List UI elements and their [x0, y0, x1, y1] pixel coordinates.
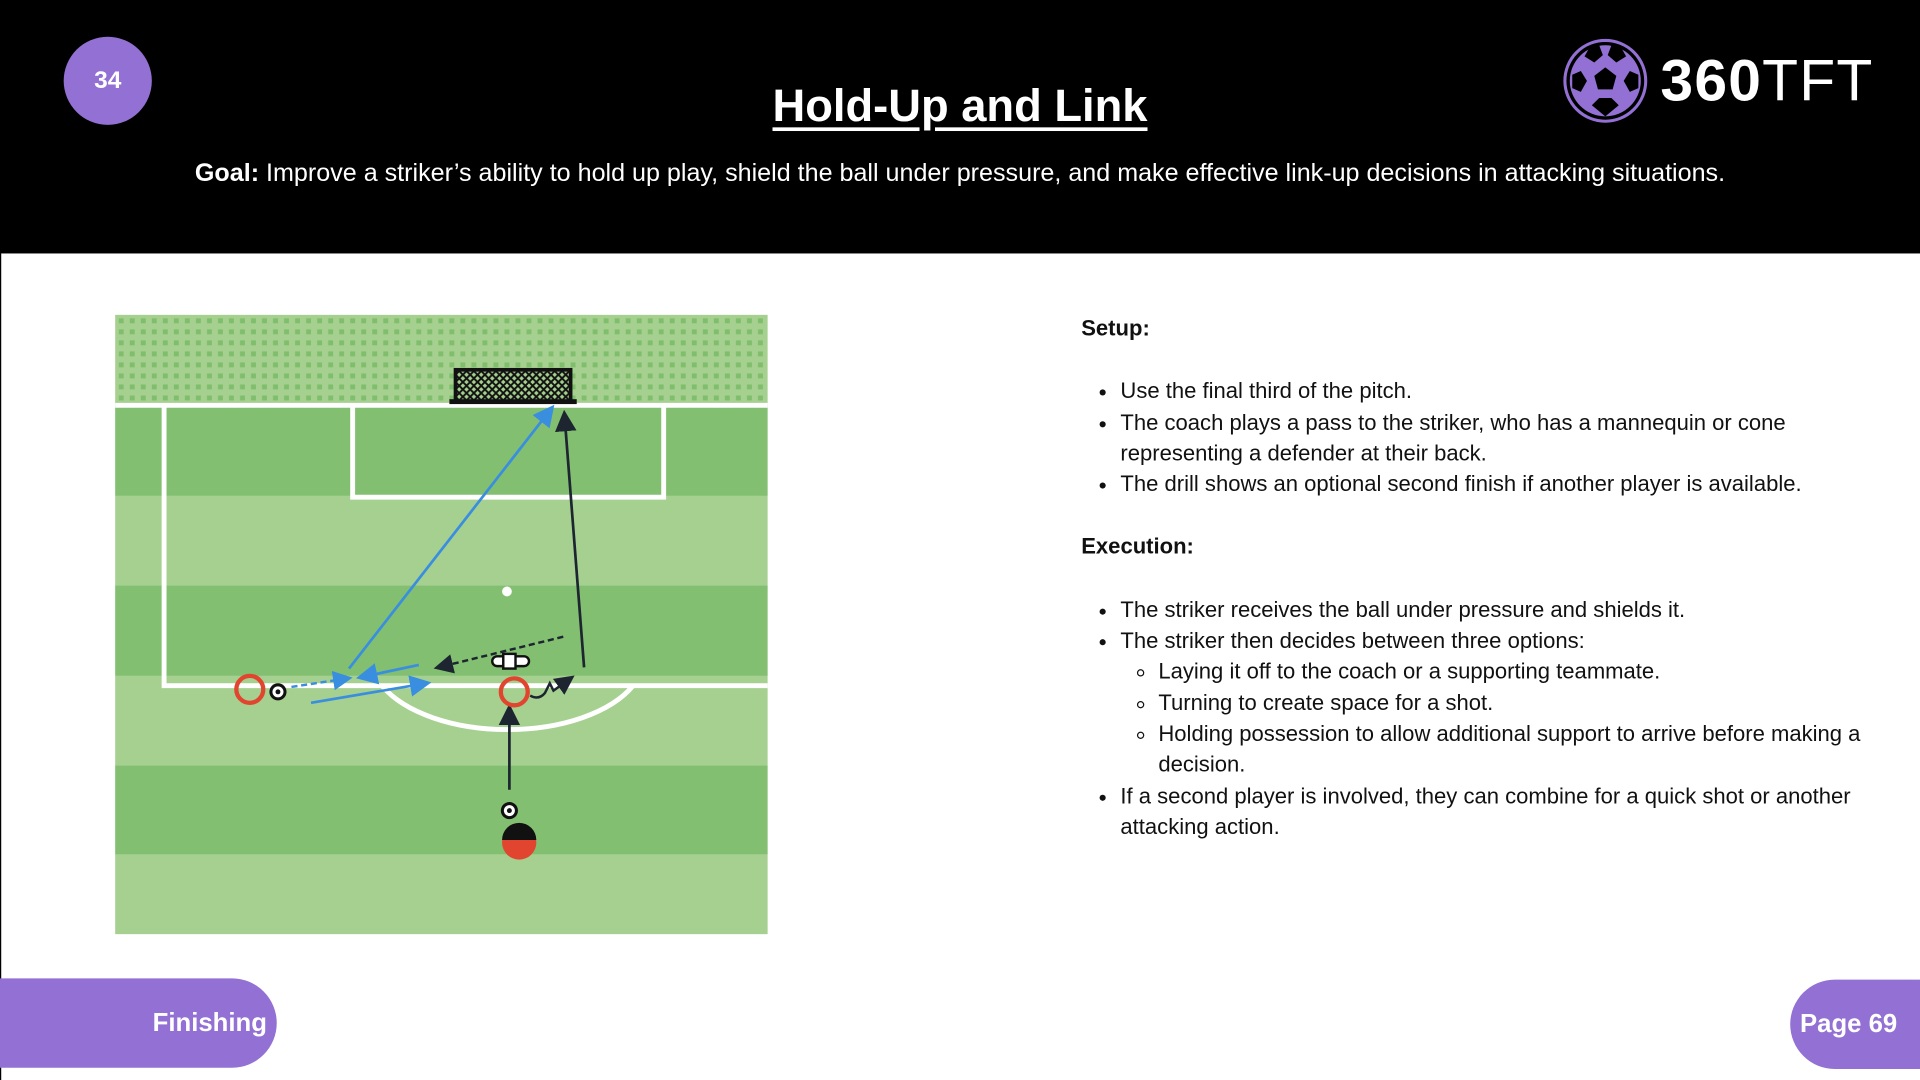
drill-instructions: Setup: Use the final third of the pitch.…: [1081, 313, 1865, 874]
page-border: [0, 253, 2, 1080]
brand-name: 360TFT: [1660, 47, 1873, 114]
list-item: The striker then decides between three o…: [1120, 626, 1864, 781]
page-title: Hold-Up and Link: [772, 80, 1148, 132]
brand-name-bold: 360: [1660, 48, 1763, 114]
execution-heading: Execution:: [1081, 534, 1194, 559]
pitch-markings: [115, 402, 768, 732]
goal-text: Goal: Improve a striker’s ability to hol…: [0, 159, 1920, 188]
list-item: The striker receives the ball under pres…: [1120, 595, 1864, 626]
coach-player-icon: [502, 822, 537, 860]
options-list: Laying it off to the coach or a supporti…: [1120, 657, 1864, 781]
black-shot-arrow: [554, 409, 586, 668]
pitch-surround: [115, 314, 768, 406]
drill-diagram: [115, 314, 768, 935]
black-dashed-run-arrow: [433, 635, 564, 674]
list-item: The drill shows an optional second finis…: [1120, 469, 1864, 500]
red-ring-player-left: [234, 673, 266, 706]
ball-icon: [500, 802, 518, 820]
turn-squiggle-arrow: [529, 675, 575, 699]
red-ring-striker: [498, 676, 530, 708]
list-item: The coach plays a pass to the striker, w…: [1120, 407, 1864, 469]
blue-pass-arrow: [310, 675, 432, 705]
brand-logo: 360TFT: [1562, 38, 1873, 124]
header: 34 Hold-Up and Link Goal: Improve a stri…: [0, 0, 1920, 254]
blue-shot-arrow: [347, 404, 555, 670]
blue-layoff-arrow: [355, 663, 420, 685]
option-item: Turning to create space for a shot.: [1158, 688, 1865, 719]
mannequin-icon: [491, 652, 531, 670]
setup-heading: Setup:: [1081, 315, 1150, 341]
execution-list: The striker receives the ball under pres…: [1081, 595, 1865, 843]
goal-label: Goal:: [194, 159, 260, 188]
list-item: Use the final third of the pitch.: [1120, 376, 1864, 407]
page-number-tab: Page 69: [1790, 979, 1920, 1069]
option-item: Holding possession to allow additional s…: [1158, 719, 1865, 781]
goal-icon: [449, 367, 577, 405]
goal-description: Improve a striker’s ability to hold up p…: [259, 159, 1726, 188]
option-item: Laying it off to the coach or a supporti…: [1158, 657, 1865, 688]
penalty-spot: [502, 586, 512, 597]
setup-list: Use the final third of the pitch. The co…: [1081, 376, 1865, 500]
ball-icon: [269, 683, 287, 701]
list-item-text: The striker then decides between three o…: [1120, 628, 1585, 653]
brand-name-light: TFT: [1762, 48, 1874, 114]
pitch-stripes: [115, 405, 768, 935]
drill-number-badge: 34: [63, 36, 152, 125]
list-item: If a second player is involved, they can…: [1120, 781, 1864, 843]
category-tab[interactable]: Finishing: [0, 978, 277, 1068]
soccer-ball-icon: [1563, 38, 1648, 123]
